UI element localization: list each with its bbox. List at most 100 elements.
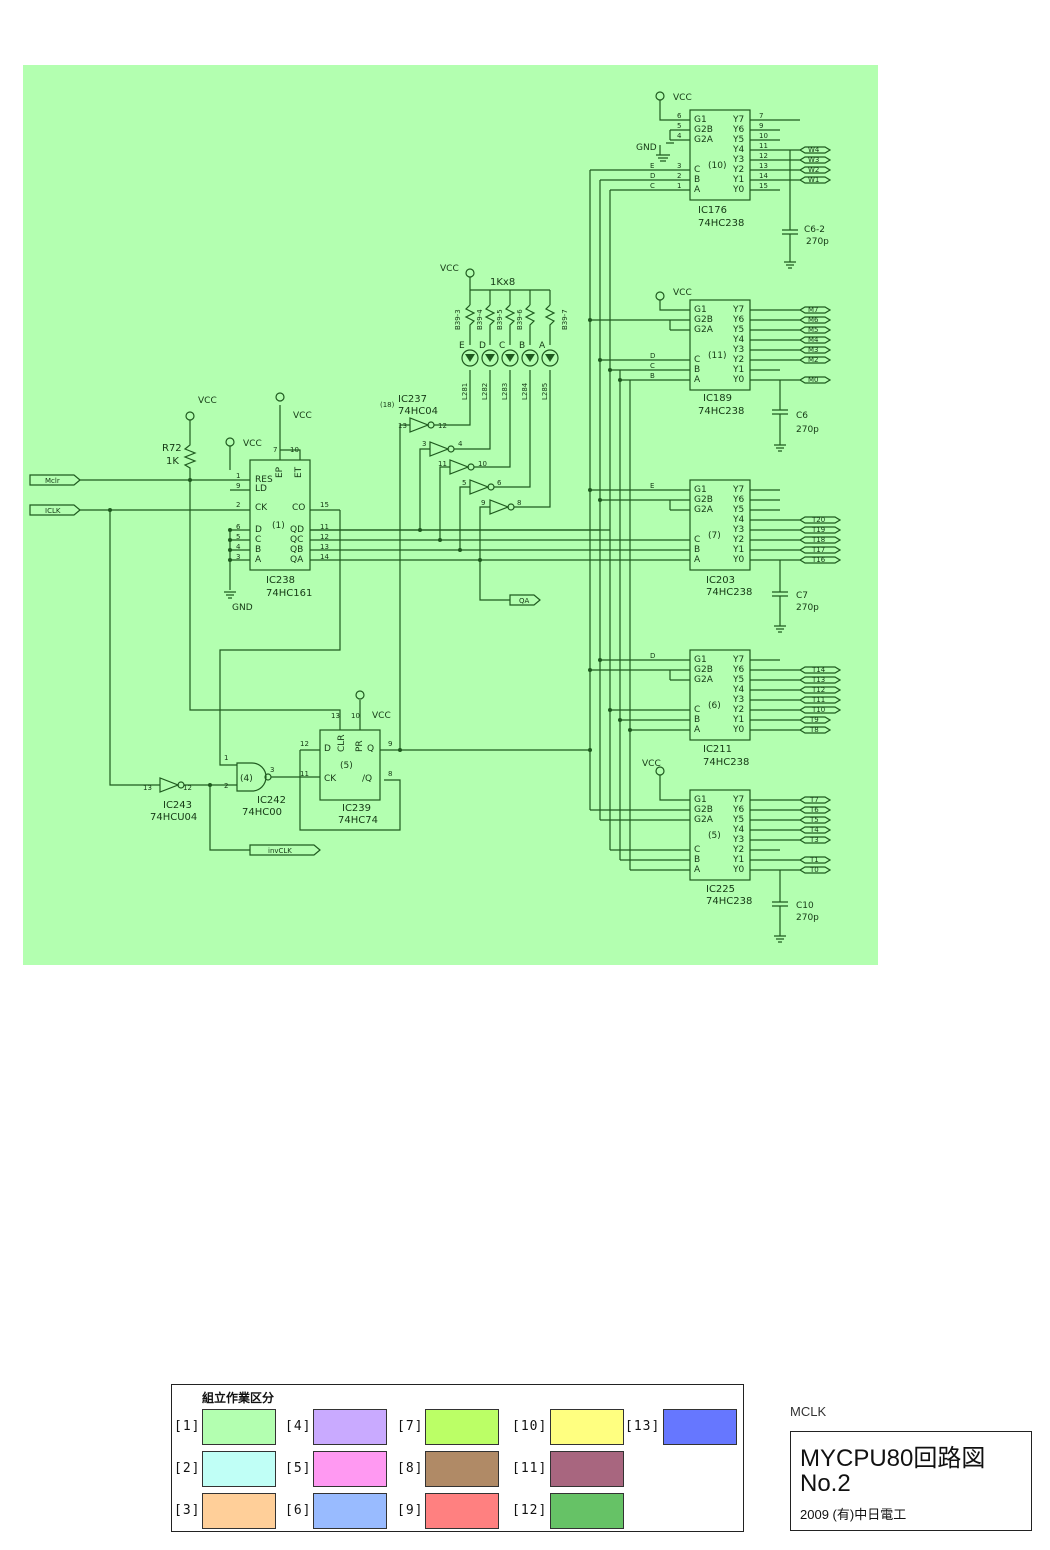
svg-text:(7): (7) bbox=[708, 531, 721, 541]
svg-text:270p: 270p bbox=[806, 237, 829, 247]
svg-text:GND: GND bbox=[232, 603, 253, 613]
svg-text:CK: CK bbox=[255, 503, 268, 513]
svg-text:A: A bbox=[694, 185, 701, 195]
svg-text:Y7: Y7 bbox=[732, 115, 744, 125]
svg-text:T1: T1 bbox=[809, 856, 819, 864]
svg-text:8: 8 bbox=[388, 770, 392, 778]
svg-text:11: 11 bbox=[759, 142, 768, 150]
svg-text:14: 14 bbox=[320, 553, 329, 561]
svg-text:74HC04: 74HC04 bbox=[398, 406, 438, 417]
svg-text:L282: L282 bbox=[481, 383, 489, 400]
legend-swatch bbox=[313, 1451, 387, 1487]
svg-text:3: 3 bbox=[270, 766, 274, 774]
legend-label: [2] bbox=[174, 1461, 201, 1476]
svg-text:C10: C10 bbox=[796, 901, 814, 911]
svg-text:Y2: Y2 bbox=[732, 165, 744, 175]
svg-text:GND: GND bbox=[636, 143, 657, 153]
svg-text:C: C bbox=[255, 535, 261, 545]
svg-text:Y0: Y0 bbox=[732, 185, 744, 195]
svg-text:Y0: Y0 bbox=[732, 375, 744, 385]
svg-text:G2B: G2B bbox=[694, 805, 713, 815]
legend-label: [6] bbox=[285, 1503, 312, 1518]
drawing-number: No.2 bbox=[800, 1470, 851, 1497]
svg-text:C: C bbox=[650, 182, 655, 190]
svg-text:12: 12 bbox=[759, 152, 768, 160]
legend-swatch bbox=[425, 1409, 499, 1445]
svg-text:11: 11 bbox=[300, 770, 309, 778]
svg-text:G1: G1 bbox=[694, 305, 707, 315]
svg-text:Y6: Y6 bbox=[732, 805, 744, 815]
svg-text:12: 12 bbox=[320, 533, 329, 541]
svg-text:Y4: Y4 bbox=[732, 145, 744, 155]
svg-text:E: E bbox=[459, 341, 465, 351]
svg-text:T11: T11 bbox=[811, 696, 825, 704]
svg-text:G2B: G2B bbox=[694, 665, 713, 675]
svg-text:Y5: Y5 bbox=[732, 135, 744, 145]
svg-text:6: 6 bbox=[677, 112, 682, 120]
svg-text:A: A bbox=[694, 865, 701, 875]
legend-item-13: [13] bbox=[625, 1409, 775, 1447]
svg-text:A: A bbox=[694, 375, 701, 385]
svg-text:74HC238: 74HC238 bbox=[706, 896, 752, 907]
svg-text:W3: W3 bbox=[808, 156, 819, 164]
legend-item-9: [9] bbox=[397, 1493, 547, 1531]
legend-swatch bbox=[663, 1409, 737, 1445]
svg-text:270p: 270p bbox=[796, 425, 819, 435]
svg-text:/Q: /Q bbox=[362, 774, 372, 784]
svg-text:IC243: IC243 bbox=[163, 800, 192, 811]
svg-text:B: B bbox=[694, 855, 700, 865]
svg-text:W2: W2 bbox=[808, 166, 819, 174]
svg-text:14: 14 bbox=[759, 172, 768, 180]
svg-text:9: 9 bbox=[236, 482, 240, 490]
svg-text:1: 1 bbox=[224, 754, 228, 762]
legend-label: [11] bbox=[512, 1461, 548, 1476]
svg-text:E: E bbox=[650, 162, 654, 170]
svg-text:A: A bbox=[539, 341, 546, 351]
ic243-inverter: 13 12 IC243 74HCU04 bbox=[143, 777, 250, 851]
svg-text:IC203: IC203 bbox=[706, 575, 735, 586]
invclk-output: invCLK bbox=[249, 844, 321, 856]
svg-text:(18): (18) bbox=[380, 401, 395, 409]
svg-text:Y6: Y6 bbox=[732, 665, 744, 675]
svg-text:270p: 270p bbox=[796, 603, 819, 613]
svg-text:VCC: VCC bbox=[293, 411, 312, 421]
svg-text:74HC00: 74HC00 bbox=[242, 807, 282, 818]
legend-swatch bbox=[202, 1493, 276, 1529]
svg-text:L283: L283 bbox=[501, 383, 509, 400]
svg-text:QD: QD bbox=[290, 525, 304, 535]
svg-text:D: D bbox=[650, 352, 655, 360]
svg-text:VCC: VCC bbox=[673, 288, 692, 298]
svg-text:C: C bbox=[694, 165, 700, 175]
svg-text:7: 7 bbox=[273, 446, 277, 454]
svg-text:74HC238: 74HC238 bbox=[698, 406, 744, 417]
svg-text:T19: T19 bbox=[811, 526, 825, 534]
legend-item-10: [10] bbox=[512, 1409, 662, 1447]
svg-text:10: 10 bbox=[351, 712, 360, 720]
svg-text:B: B bbox=[694, 545, 700, 555]
svg-text:13: 13 bbox=[331, 712, 340, 720]
svg-text:12: 12 bbox=[438, 422, 447, 430]
svg-text:D: D bbox=[650, 652, 655, 660]
svg-text:G2B: G2B bbox=[694, 315, 713, 325]
svg-text:74HC161: 74HC161 bbox=[266, 588, 312, 599]
svg-text:EP: EP bbox=[275, 466, 285, 478]
svg-text:T8: T8 bbox=[809, 726, 819, 734]
legend-item-5: [5] bbox=[285, 1451, 435, 1489]
legend-label: [13] bbox=[625, 1419, 661, 1434]
svg-text:4: 4 bbox=[458, 440, 463, 448]
legend-swatch bbox=[550, 1409, 624, 1445]
svg-text:G1: G1 bbox=[694, 115, 707, 125]
svg-text:C6: C6 bbox=[796, 411, 808, 421]
svg-text:4: 4 bbox=[236, 543, 241, 551]
svg-text:T0: T0 bbox=[809, 866, 819, 874]
decoder-ic203: IC203 74HC238 (7) G1 G2B G2A C B A Y7 Y6… bbox=[310, 479, 842, 633]
svg-text:Y7: Y7 bbox=[732, 655, 744, 665]
svg-text:10: 10 bbox=[478, 460, 487, 468]
svg-text:Y5: Y5 bbox=[732, 505, 744, 515]
svg-text:IC211: IC211 bbox=[703, 744, 732, 755]
svg-text:CO: CO bbox=[292, 503, 305, 513]
svg-text:Y0: Y0 bbox=[732, 725, 744, 735]
svg-text:T7: T7 bbox=[809, 796, 819, 804]
title-block: MYCPU80回路図 No.2 2009 (有)中日電工 bbox=[790, 1431, 1032, 1531]
